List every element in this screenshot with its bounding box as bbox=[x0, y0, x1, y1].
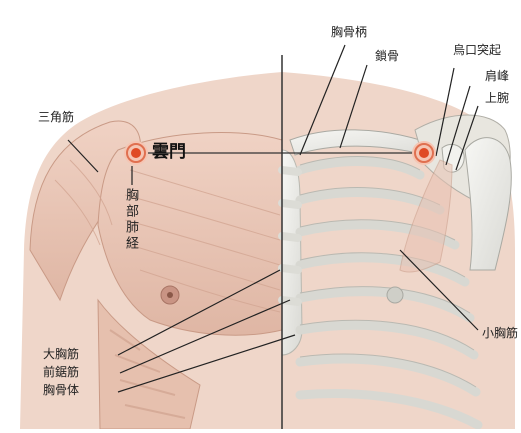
yunmen-point-right bbox=[412, 141, 436, 165]
pec-minor-label: 小胸筋 bbox=[482, 327, 518, 339]
meridian-label: 胸部肺経 bbox=[124, 188, 137, 252]
yunmen-point-left bbox=[124, 141, 148, 165]
right-nipple bbox=[387, 287, 403, 303]
pec-major-label: 大胸筋 bbox=[43, 348, 79, 360]
acromion-label: 肩峰 bbox=[485, 70, 509, 82]
sternum bbox=[282, 150, 302, 355]
clavicle-label: 鎖骨 bbox=[375, 50, 399, 62]
deltoid-label: 三角筋 bbox=[38, 111, 74, 123]
serratus-label: 前鋸筋 bbox=[43, 366, 79, 378]
coracoid-label: 烏口突起 bbox=[453, 44, 501, 56]
point-name-label: 雲門 bbox=[152, 144, 186, 161]
manubrium-label: 胸骨柄 bbox=[331, 26, 367, 38]
upper-label: 上腕 bbox=[485, 92, 509, 104]
sternum-body-label: 胸骨体 bbox=[43, 384, 79, 396]
